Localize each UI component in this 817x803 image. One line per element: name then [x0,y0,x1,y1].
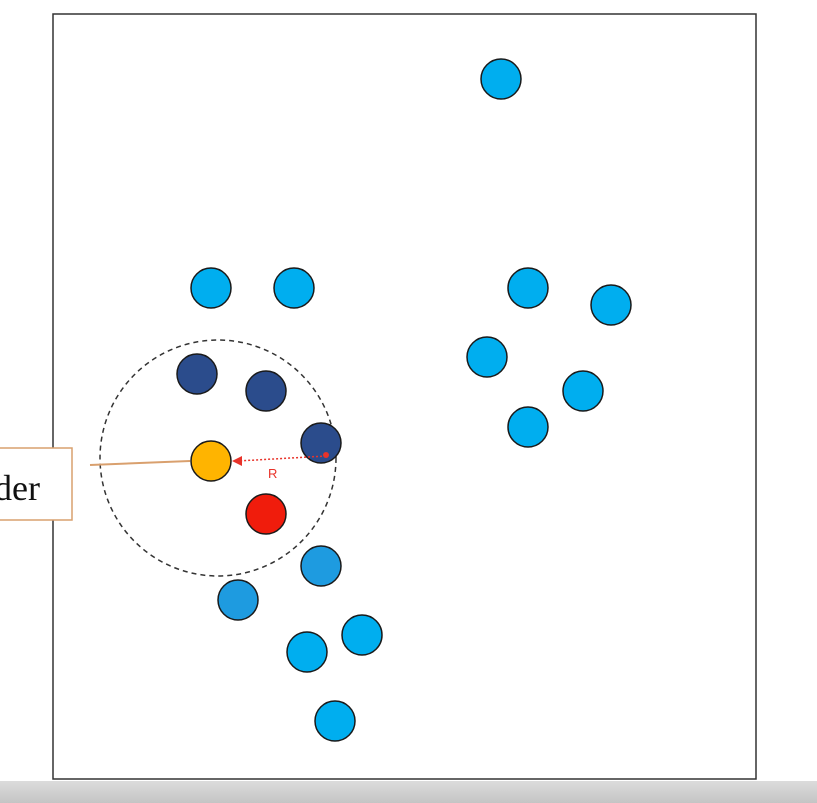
radius-arrow [232,452,329,466]
blue-point [300,545,342,587]
query-point [190,440,232,482]
neighborhood-circle [99,339,337,577]
callout-connector [89,460,191,466]
blue-point [466,336,508,378]
dark-blue-point [245,370,287,412]
blue-point [590,284,632,326]
red-point [245,493,287,535]
dark-blue-points-group [176,353,342,464]
blue-point [190,267,232,309]
blue-point [314,700,356,742]
bottom-bar [0,781,817,803]
blue-point [480,58,522,100]
blue-point [217,579,259,621]
plot-frame [52,13,757,780]
blue-points-group [190,58,632,742]
blue-point [507,406,549,448]
blue-point [286,631,328,673]
dark-blue-point [300,422,342,464]
blue-point [507,267,549,309]
blue-point [562,370,604,412]
blue-point [341,614,383,656]
callout-box [0,447,73,521]
radius-label: R [268,466,277,481]
callout-label: der [0,468,40,508]
dark-blue-point [176,353,218,395]
blue-point [273,267,315,309]
